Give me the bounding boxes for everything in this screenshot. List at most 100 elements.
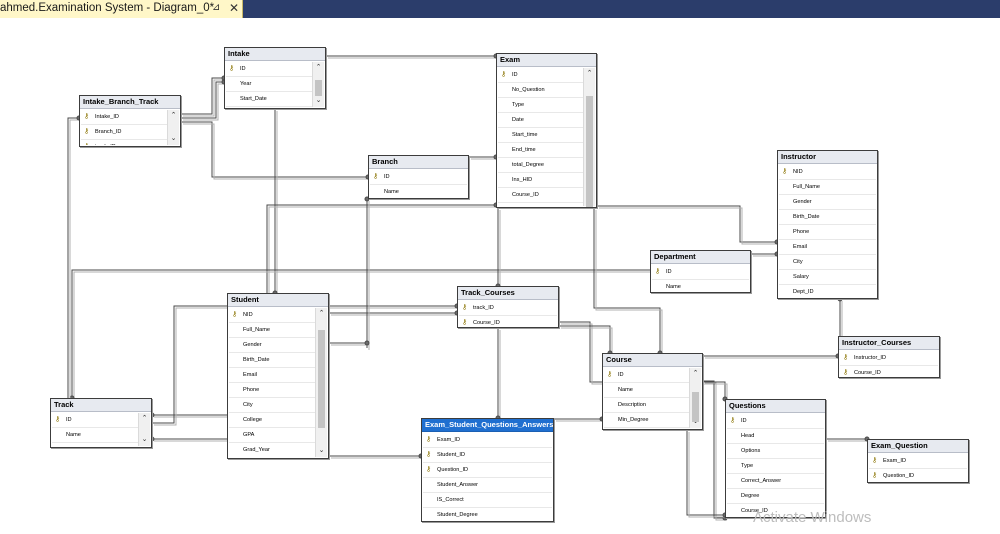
column-row[interactable]: ⚷Exam_ID [869,454,967,469]
scroll-thumb[interactable] [586,96,593,207]
scroll-up-icon[interactable]: ⌃ [141,415,148,422]
column-row[interactable]: Dept_ID [52,443,138,446]
column-row[interactable]: Email [779,240,876,255]
scroll-down-icon[interactable]: ⌄ [318,447,325,454]
table-title[interactable]: Course [603,354,702,367]
column-row[interactable]: ⚷Student_ID [423,448,552,463]
table-title[interactable]: Track_Courses [458,287,558,300]
vertical-scrollbar[interactable]: ⌃⌄ [312,62,324,107]
column-row[interactable]: ⚷Intake_ID [81,110,167,125]
scroll-down-icon[interactable]: ⌄ [315,97,322,104]
column-row[interactable]: ⚷Exam_ID [423,433,552,448]
column-row[interactable]: ⚷ID [604,368,689,383]
column-row[interactable]: Description [604,398,689,413]
relationship-line[interactable] [181,121,368,178]
column-row[interactable]: Intake_ID [498,203,583,206]
table-track-courses[interactable]: Track_Courses⚷track_ID⚷Course_ID [457,286,559,328]
scroll-down-icon[interactable]: ⌄ [170,135,177,142]
column-row[interactable]: IS_Correct [423,493,552,508]
vertical-scrollbar[interactable]: ⌃⌄ [315,308,327,457]
scroll-up-icon[interactable]: ⌃ [692,370,699,377]
relationship-line[interactable] [181,81,224,119]
scroll-up-icon[interactable]: ⌃ [170,112,177,119]
close-icon[interactable]: ✕ [229,1,240,15]
column-row[interactable]: Course_ID [498,188,583,203]
table-course[interactable]: Course⚷IDNameDescriptionMin_DegreeMax_De… [602,353,703,430]
column-row[interactable]: ⚷ID [498,68,583,83]
column-row[interactable]: No_Question [498,83,583,98]
column-row[interactable]: Year [226,77,312,92]
column-row[interactable]: Phone [779,225,876,240]
column-row[interactable]: Degree [727,489,824,504]
column-row[interactable]: Head [727,429,824,444]
column-row[interactable]: Gender [779,195,876,210]
scroll-down-icon[interactable]: ⌄ [141,436,148,443]
table-title[interactable]: Instructor [778,151,877,164]
column-row[interactable]: Start_Date [226,92,312,107]
table-intake-branch-track[interactable]: Intake_Branch_Track⚷Intake_ID⚷Branch_ID⚷… [79,95,181,147]
scroll-up-icon[interactable]: ⌃ [318,310,325,317]
column-row[interactable]: College [229,413,315,428]
diagram-canvas[interactable]: Intake⚷IDYearStart_DateEnd_Date⌃⌄Intake_… [0,18,1000,534]
column-row[interactable]: Min_Degree [604,413,689,428]
table-instructor-courses[interactable]: Instructor_Courses⚷Instructor_ID⚷Course_… [838,336,940,378]
column-row[interactable]: Phone [229,383,315,398]
pin-icon[interactable]: ⊿ [212,2,221,13]
scroll-up-icon[interactable]: ⌃ [586,70,593,77]
column-row[interactable]: Student_Degree [423,508,552,520]
column-row[interactable]: ⚷track_ID [81,140,167,145]
column-row[interactable]: Full_Name [779,180,876,195]
relationship-line[interactable] [67,117,79,398]
diagram-tab[interactable]: ahmed.Examination System - Diagram_0* ⊿ … [0,0,243,18]
relationship-line[interactable] [71,269,650,398]
column-row[interactable]: Ins_HID [498,173,583,188]
column-row[interactable]: Name [652,280,749,291]
relationship-line[interactable] [593,208,661,353]
column-row[interactable]: ⚷Course_ID [459,316,557,326]
column-row[interactable]: Correct_Answer [727,474,824,489]
column-row[interactable]: Date [498,113,583,128]
table-exam-student-questions-answers[interactable]: Exam_Student_Questions_Answers⚷Exam_ID⚷S… [421,418,554,522]
column-row[interactable]: ⚷Course_ID [840,366,938,376]
column-row[interactable]: ⚷ID [52,413,138,428]
column-row[interactable]: Birth_Date [779,210,876,225]
table-title[interactable]: Questions [726,400,825,413]
column-row[interactable]: Name [604,383,689,398]
column-row[interactable]: GPA [229,428,315,443]
column-row[interactable]: Course_ID [727,504,824,516]
column-row[interactable]: Dept_ID [779,285,876,297]
table-title[interactable]: Student [228,294,328,307]
relationship-line[interactable] [266,204,496,293]
relationship-line[interactable] [559,325,611,353]
column-row[interactable]: Grad_Year [229,443,315,457]
scroll-thumb[interactable] [318,330,325,428]
column-row[interactable]: Full_Name [229,323,315,338]
scroll-thumb[interactable] [315,80,322,96]
column-row[interactable]: total_Degree [498,158,583,173]
relationship-line[interactable] [559,321,726,399]
column-row[interactable]: Type [727,459,824,474]
table-title[interactable]: Exam_Student_Questions_Answers [422,419,553,432]
relationship-line[interactable] [703,380,725,519]
relationship-line[interactable] [686,430,725,516]
table-title[interactable]: Instructor_Courses [839,337,939,350]
table-title[interactable]: Track [51,399,151,412]
column-row[interactable]: Options [727,444,824,459]
column-row[interactable]: Name [52,428,138,443]
column-row[interactable]: Birth_Date [229,353,315,368]
scroll-thumb[interactable] [692,392,699,422]
table-title[interactable]: Department [651,251,750,264]
vertical-scrollbar[interactable]: ⌃⌄ [167,110,179,145]
vertical-scrollbar[interactable]: ⌃⌄ [689,368,701,428]
column-row[interactable]: ⚷NID [229,308,315,323]
column-row[interactable]: ⚷Instructor_ID [840,351,938,366]
table-title[interactable]: Intake_Branch_Track [80,96,180,109]
column-row[interactable]: Student_Answer [423,478,552,493]
vertical-scrollbar[interactable]: ⌃⌄ [583,68,595,207]
column-row[interactable]: End_time [498,143,583,158]
column-row[interactable]: ⚷Question_ID [423,463,552,478]
